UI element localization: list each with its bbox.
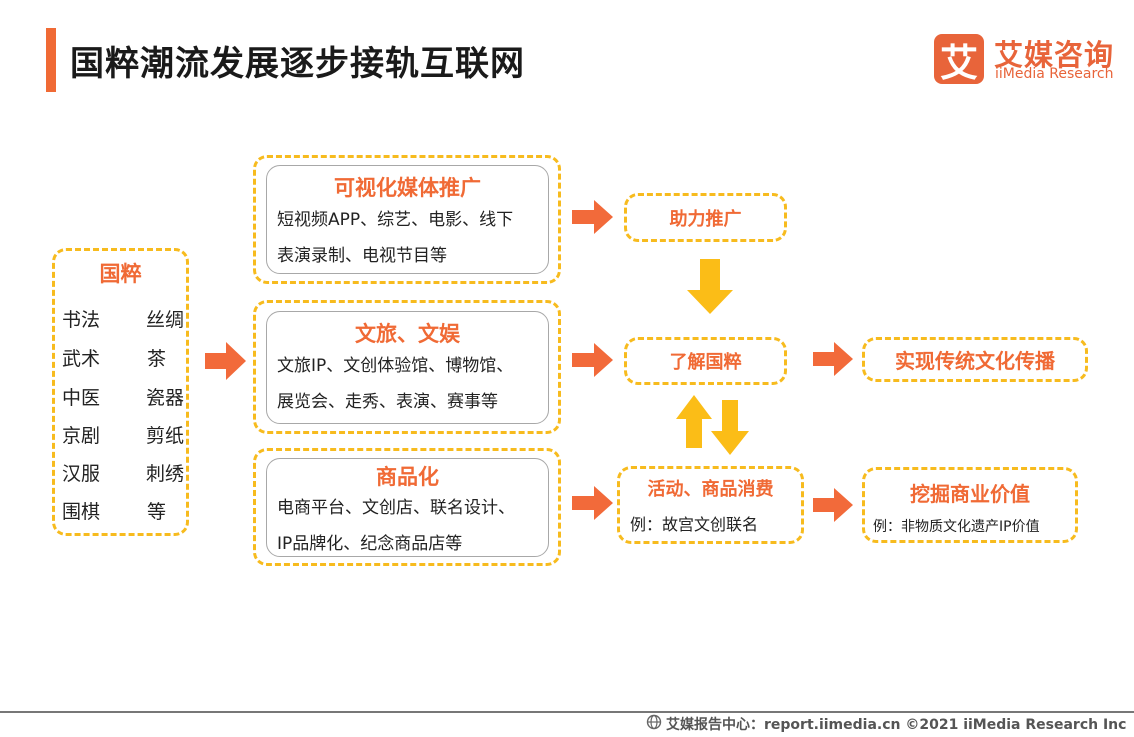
page-title: 国粹潮流发展逐步接轨互联网 — [70, 44, 525, 84]
arrow-right-icon — [205, 342, 246, 380]
consume-title: 活动、商品消费 — [647, 479, 774, 500]
understand-box: 了解国粹 — [624, 337, 787, 385]
channel-title: 可视化媒体推广 — [334, 176, 481, 200]
mine-example: 例：非物质文化遗产IP价值 — [873, 519, 1040, 535]
guocui-row: 汉服 刺绣 — [62, 459, 184, 486]
guocui-item: 剪纸 — [145, 425, 184, 447]
mine-title: 挖掘商业价值 — [910, 482, 1030, 506]
guocui-item: 刺绣 — [145, 463, 184, 485]
guocui-item: 丝绸 — [145, 309, 184, 331]
guocui-item: 京剧 — [62, 425, 101, 447]
guocui-item: 武术 — [62, 348, 101, 370]
footer-divider — [0, 711, 1134, 713]
guocui-item: 中医 — [62, 387, 101, 409]
footer-text: 艾媒报告中心：report.iimedia.cn ©2021 iiMedia R… — [666, 717, 1127, 733]
channel-box-culture: 文旅、文娱 文旅IP、文创体验馆、博物馆、 展览会、走秀、表演、赛事等 — [253, 300, 561, 434]
channel-desc-line: 短视频APP、综艺、电影、线下 — [277, 210, 514, 230]
channel-desc-line: 展览会、走秀、表演、赛事等 — [277, 392, 498, 412]
channel-desc-line: IP品牌化、纪念商品店等 — [277, 534, 463, 554]
arrow-right-icon — [572, 343, 613, 377]
guocui-row: 武术 茶 — [62, 344, 184, 371]
guocui-row: 书法 丝绸 — [62, 305, 184, 332]
guocui-title: 国粹 — [99, 262, 142, 286]
guocui-item: 等 — [146, 501, 166, 523]
channel-desc: 短视频APP、综艺、电影、线下 表演录制、电视节目等 — [277, 202, 513, 274]
guocui-row: 围棋 等 — [62, 497, 184, 524]
guocui-item: 汉服 — [62, 463, 101, 485]
channel-desc-line: 表演录制、电视节目等 — [277, 246, 447, 266]
channel-title: 商品化 — [376, 465, 439, 489]
title-accent-bar — [46, 28, 56, 92]
arrow-down-icon — [687, 259, 733, 314]
guocui-item: 茶 — [146, 348, 166, 370]
arrow-right-icon — [813, 342, 853, 376]
promote-box: 助力推广 — [624, 193, 787, 242]
guocui-item: 书法 — [62, 309, 101, 331]
channel-box-commerce: 商品化 电商平台、文创店、联名设计、 IP品牌化、纪念商品店等 — [253, 448, 561, 566]
arrow-right-icon — [572, 200, 613, 234]
logo-icon: 艾 — [934, 34, 984, 85]
guocui-row: 京剧 剪纸 — [62, 421, 184, 448]
logo-name-cn: 艾媒咨询 — [994, 38, 1115, 72]
channel-desc-line: 文旅IP、文创体验馆、博物馆、 — [277, 356, 514, 376]
arrow-up-icon — [676, 395, 712, 448]
channel-desc-line: 电商平台、文创店、联名设计、 — [277, 498, 515, 518]
channel-desc: 文旅IP、文创体验馆、博物馆、 展览会、走秀、表演、赛事等 — [277, 348, 513, 420]
spread-box: 实现传统文化传播 — [862, 337, 1088, 382]
arrow-right-icon — [572, 486, 613, 520]
channel-desc: 电商平台、文创店、联名设计、 IP品牌化、纪念商品店等 — [277, 490, 515, 562]
arrow-right-icon — [813, 488, 853, 522]
consume-box: 活动、商品消费 例：故宫文创联名 — [617, 466, 804, 544]
guocui-item: 围棋 — [62, 501, 101, 523]
guocui-box — [52, 248, 189, 536]
arrow-down-icon — [711, 400, 749, 455]
channel-box-media: 可视化媒体推广 短视频APP、综艺、电影、线下 表演录制、电视节目等 — [253, 155, 561, 284]
channel-title: 文旅、文娱 — [355, 322, 460, 346]
guocui-item: 瓷器 — [145, 387, 184, 409]
mine-box: 挖掘商业价值 例：非物质文化遗产IP价值 — [862, 467, 1078, 543]
consume-example: 例：故宫文创联名 — [630, 515, 759, 534]
globe-icon — [646, 714, 662, 730]
logo-name-en: iiMedia Research — [995, 66, 1114, 82]
guocui-row: 中医 瓷器 — [62, 383, 184, 410]
